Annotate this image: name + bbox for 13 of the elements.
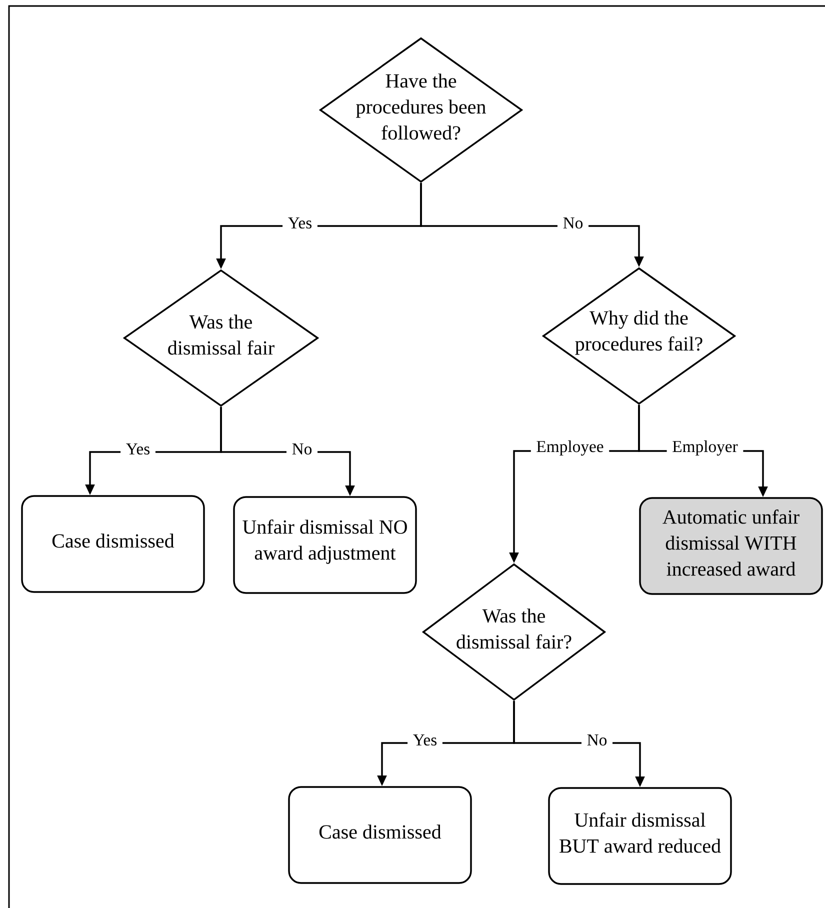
edge-label: Yes xyxy=(282,212,318,234)
outcome-box: Unfair dismissal NO award adjustment xyxy=(233,496,417,594)
outcome-box: Unfair dismissal BUT award reduced xyxy=(548,787,732,885)
edge-label: Employer xyxy=(666,435,744,461)
outcome-box: Case dismissed xyxy=(21,495,205,593)
edge-label: Employee xyxy=(530,435,610,461)
edge-label: Yes xyxy=(408,729,442,751)
edge-label: No xyxy=(581,729,613,751)
edge-label: No xyxy=(286,438,318,460)
outcome-box: Case dismissed xyxy=(288,786,472,884)
edge-label: Yes xyxy=(120,438,156,460)
edge-label: No xyxy=(557,212,589,234)
outcome-box: Automatic unfair dismissal WITH increased award xyxy=(639,497,823,595)
